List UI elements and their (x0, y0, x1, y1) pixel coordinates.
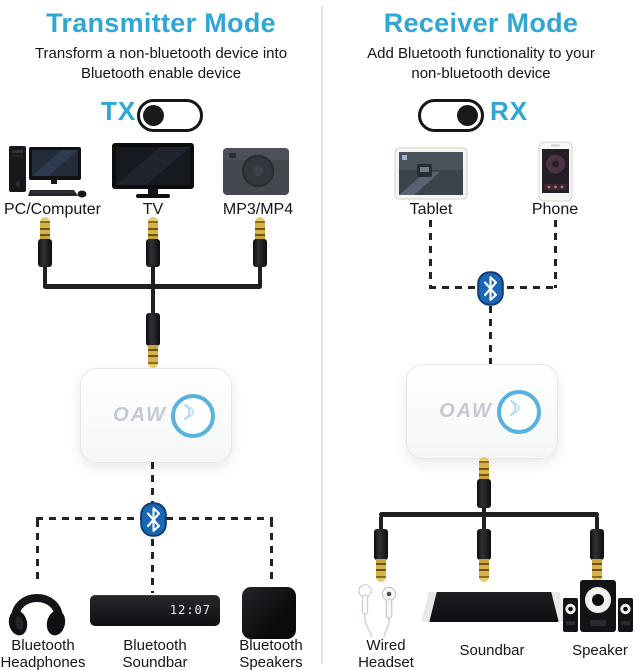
tx-label: TX (101, 96, 137, 126)
aux-plug-body (590, 529, 604, 560)
aux-plug-icon (376, 559, 386, 582)
phone-icon (538, 141, 573, 202)
aux-plug-body (38, 239, 52, 267)
aux-plug-icon (40, 217, 50, 240)
soundbar-end-cap (421, 592, 437, 622)
transmitter-title: Transmitter Mode (46, 8, 276, 38)
cable (151, 265, 155, 288)
aux-plug-body (253, 239, 267, 267)
aux-plug-icon (592, 559, 602, 582)
tx-toggle[interactable] (137, 99, 203, 132)
clock-display: 12:07 (169, 603, 211, 617)
bluetooth-adapter-left: OAW (80, 368, 232, 463)
aux-plug-body (146, 313, 160, 346)
rx-label: RX (490, 96, 529, 126)
aux-plug-icon (255, 217, 265, 240)
bluetooth-icon (140, 502, 167, 537)
label-bluetooth-soundbar: Bluetooth Soundbar (122, 637, 188, 670)
receiver-title: Receiver Mode (383, 8, 579, 38)
dashed-link (554, 220, 557, 288)
rx-toggle-knob (457, 105, 478, 126)
mp3-player-icon (223, 148, 289, 195)
cable-junction (43, 284, 262, 289)
dashed-link (36, 520, 39, 581)
label-wired-headset: Wired Headset (358, 637, 414, 670)
cable (595, 516, 599, 530)
aux-plug-body (146, 239, 160, 267)
label-phone: Phone (531, 201, 579, 218)
tablet-icon (394, 147, 468, 200)
transmitter-subtitle-line1: Transform a non-bluetooth device into (34, 45, 288, 62)
aux-plug-body (477, 529, 491, 560)
soundbar-icon (421, 592, 567, 622)
bluetooth-adapter-right: OAW (406, 364, 558, 459)
label-bluetooth-speakers: Bluetooth Speakers (239, 637, 303, 670)
speakers-2-1-icon (563, 580, 633, 632)
dashed-link (151, 539, 154, 593)
receiver-subtitle-line1: Add Bluetooth functionality to your (367, 45, 595, 62)
brand-logo: OAW (113, 404, 167, 426)
speaker-cube-icon (242, 587, 296, 639)
dashed-link (151, 462, 154, 506)
brand-logo: OAW (439, 400, 493, 422)
bluetooth-icon (477, 271, 504, 306)
headphones-icon (8, 594, 66, 636)
transmitter-subtitle: Transform a non-bluetooth device into Bl… (10, 44, 312, 84)
desktop-computer-icon (9, 146, 87, 198)
label-tablet: Tablet (409, 201, 453, 218)
earbuds-icon (358, 584, 397, 638)
label-tv: TV (142, 201, 164, 218)
cable (258, 265, 262, 288)
soundbar-icon: 12:07 (90, 595, 220, 626)
multifunction-button[interactable] (497, 389, 541, 434)
cable-junction (379, 512, 599, 517)
aux-plug-body (477, 479, 491, 508)
rx-toggle[interactable] (418, 99, 484, 132)
tv-icon (112, 143, 194, 198)
label-bluetooth-headphones: Bluetooth Headphones (0, 637, 86, 670)
aux-plug-body (374, 529, 388, 560)
multifunction-button[interactable] (171, 393, 215, 438)
cable (43, 265, 47, 288)
label-speaker: Speaker (572, 642, 628, 659)
dashed-link (270, 520, 273, 585)
tx-toggle-knob (143, 105, 164, 126)
cable (482, 516, 486, 530)
dashed-link (489, 306, 492, 364)
aux-plug-icon (148, 345, 158, 368)
receiver-subtitle: Add Bluetooth functionality to your non-… (330, 44, 632, 84)
receiver-subtitle-line2: non-bluetooth device (411, 64, 551, 82)
label-pc-computer: PC/Computer (4, 201, 101, 218)
column-divider (321, 6, 323, 664)
label-mp3-mp4: MP3/MP4 (222, 201, 294, 218)
aux-plug-icon (479, 559, 489, 582)
transmitter-subtitle-line2: Bluetooth enable device (80, 64, 242, 82)
label-soundbar: Soundbar (459, 642, 525, 659)
aux-plug-icon (479, 457, 489, 480)
cable (482, 506, 486, 516)
cable (379, 516, 383, 530)
cable (151, 288, 155, 314)
dashed-link (429, 220, 432, 288)
aux-plug-icon (148, 217, 158, 240)
